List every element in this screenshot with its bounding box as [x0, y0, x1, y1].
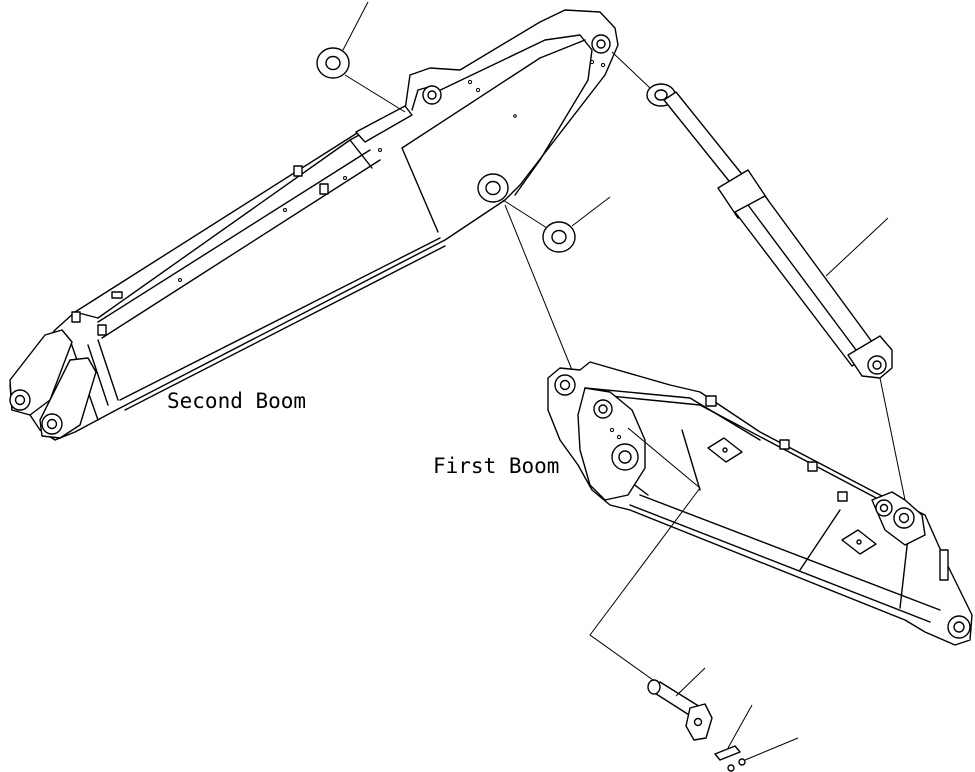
first-boom-label: First Boom: [433, 454, 560, 478]
lock-plate: [714, 704, 753, 761]
second-boom: [9, 9, 619, 441]
bolt: [738, 737, 799, 766]
second-boom-label: Second Boom: [167, 389, 307, 413]
foot-pin: [589, 487, 713, 741]
first-boom: [504, 204, 973, 646]
washer-top: [316, 1, 406, 113]
washer-small: [727, 764, 735, 772]
second-boom-foot-pin-boss: [477, 173, 509, 203]
washer-middle: [502, 196, 611, 253]
boom-cylinder: [611, 51, 906, 501]
